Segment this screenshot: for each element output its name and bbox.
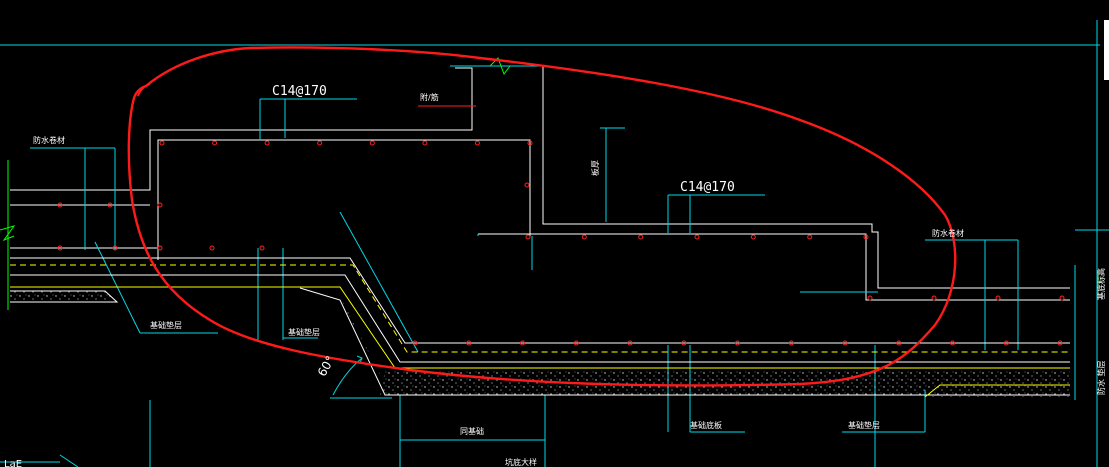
rebar-dot — [412, 340, 418, 346]
bottom-caption: 坑底大样 — [505, 457, 537, 467]
rebar-dot — [212, 140, 218, 146]
rebar-dot — [573, 340, 579, 346]
upper-slab-outline — [10, 67, 473, 191]
rebar-dot — [750, 234, 756, 240]
red-markup-outline — [127, 46, 957, 387]
rebar-dot — [466, 340, 472, 346]
small-red-note: 附/筋 — [420, 92, 439, 102]
right-edge-white-block — [1104, 20, 1109, 80]
rebar-dot — [842, 340, 848, 346]
rebar-dot — [57, 202, 63, 208]
rebar-dot — [867, 295, 873, 301]
rebar-dot — [157, 202, 163, 208]
break-symbol — [489, 57, 511, 76]
bottom-right-note: 基础垫层 — [848, 420, 880, 430]
rebar-dot — [107, 202, 113, 208]
rebar-dot — [317, 140, 323, 146]
rebar-dot — [694, 234, 700, 240]
rebar-dot — [788, 340, 794, 346]
rebar-dot — [950, 340, 955, 346]
angle-arc — [332, 357, 363, 396]
rebar-dot — [159, 140, 165, 146]
rebar-dot — [896, 340, 902, 346]
bottom-dim-note: 同基础 — [460, 426, 484, 436]
left-note: 防水卷材 — [33, 135, 65, 145]
red-markup-tail — [137, 83, 151, 97]
rebar-dot — [627, 340, 633, 346]
upper-rebar-line — [157, 139, 531, 260]
rebar-dot — [1057, 340, 1063, 346]
leader-lines — [0, 98, 1109, 467]
right-concrete-band — [925, 385, 1070, 397]
rebar-dot — [735, 340, 740, 346]
right-edge-note-1: 基底标高 — [1096, 268, 1106, 300]
rebar-dot — [259, 245, 265, 251]
rebar-dot — [863, 234, 869, 240]
rebar-dot — [112, 245, 118, 251]
rebar-label-top: C14@170 — [272, 84, 327, 99]
rebar-dot — [264, 140, 270, 146]
rebar-dot — [995, 295, 1001, 301]
bottom-mid-note: 基础底板 — [690, 420, 722, 430]
rebar-dot — [209, 245, 215, 251]
bottom-left-note: 基础垫层 — [150, 320, 182, 330]
rebar-dot — [157, 245, 163, 251]
rebar-dot — [807, 234, 813, 240]
left-concrete-band — [10, 291, 117, 302]
mid-rebar-line — [478, 233, 1070, 301]
rebar-dot — [57, 245, 63, 251]
rebar-dots-group — [57, 140, 1065, 346]
right-band-outline — [924, 384, 1070, 398]
vertical-note: 板厚 — [590, 160, 600, 176]
rebar-dot — [681, 340, 687, 346]
left-green-marks — [0, 160, 1099, 310]
rebar-dot — [520, 340, 525, 346]
rebar-dot — [1059, 295, 1065, 301]
rebar-label-right: C14@170 — [680, 180, 735, 195]
rebar-dot — [1003, 340, 1009, 346]
rebar-dot — [525, 234, 531, 240]
angle-arrow — [356, 355, 363, 364]
rebar-dot — [369, 140, 375, 146]
rebar-dot — [524, 182, 530, 188]
mid-slab-note: 基础垫层 — [288, 327, 320, 337]
rebar-dot — [527, 140, 533, 146]
bottom-concrete-band — [380, 371, 1070, 395]
bottom-left-tag: LaE — [4, 459, 22, 467]
rebar-dot — [422, 140, 428, 146]
rebar-dot — [638, 234, 644, 240]
rebar-dot — [581, 234, 587, 240]
rebar-dot — [474, 140, 480, 146]
rebar-dot — [931, 295, 937, 301]
right-note: 防水卷材 — [932, 228, 964, 238]
step-outline — [542, 66, 1070, 289]
right-edge-note-2: 防水 垫层 — [1096, 360, 1106, 395]
left-band-outline — [10, 290, 119, 303]
